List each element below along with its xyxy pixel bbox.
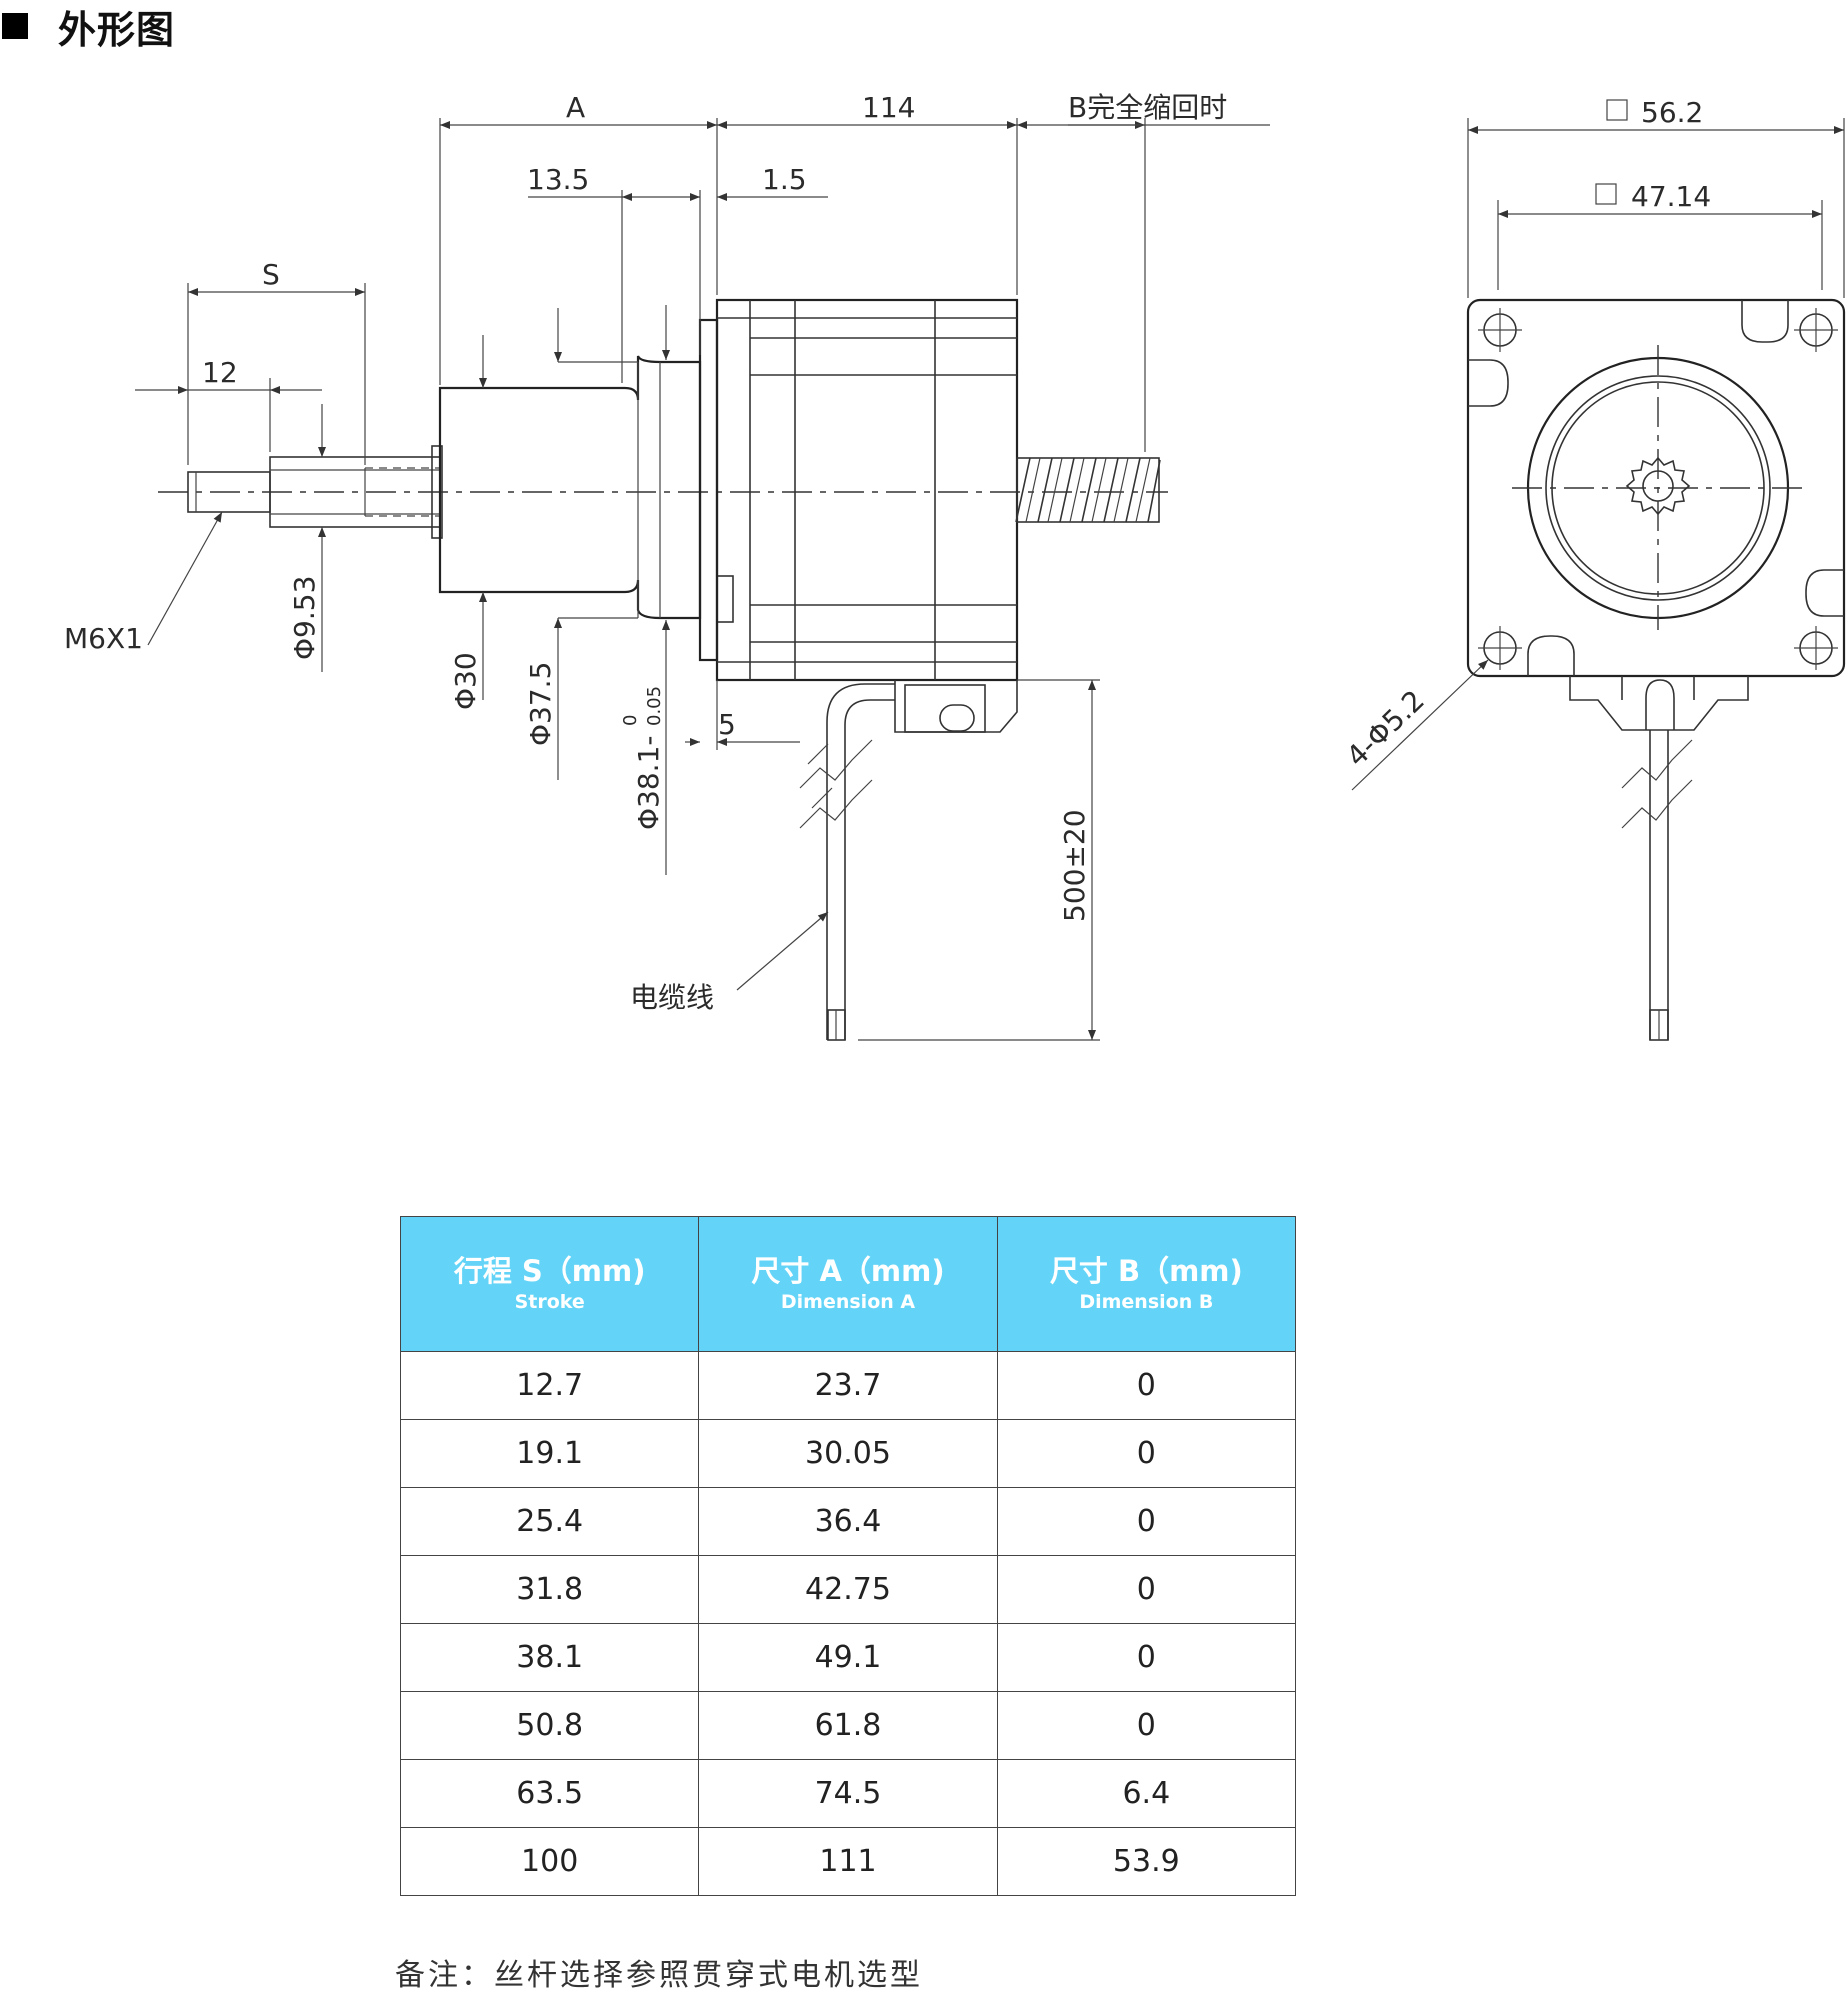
cell-stroke: 63.5: [399, 1759, 700, 1828]
thread-leader: [147, 511, 223, 646]
mounting-hole-icon: [1478, 308, 1838, 670]
label-dim-s: S: [262, 258, 280, 291]
header-dimension-b: 尺寸 B（mm) Dimension B: [996, 1216, 1297, 1352]
cell-dimension-a: 74.5: [698, 1759, 998, 1828]
shaft-collar: [431, 445, 443, 539]
label-dim-5: 5: [718, 708, 736, 741]
front-view: 56.2 47.14 4-Φ5.2: [1340, 96, 1846, 1041]
section-title-text: 外形图: [58, 7, 176, 52]
cell-dimension-b: 0: [996, 1419, 1297, 1488]
label-cable: 电缆线: [630, 981, 714, 1014]
cell-dimension-b: 0: [996, 1351, 1297, 1420]
label-sq-47-14: 47.14: [1631, 180, 1711, 213]
cell-stroke: 38.1: [399, 1623, 700, 1692]
lead-screw-stub: [1015, 457, 1161, 523]
cell-dimension-b: 0: [996, 1623, 1297, 1692]
cable-bend: [826, 683, 895, 1040]
label-dim-1-5: 1.5: [762, 163, 807, 196]
cable-leader: [736, 911, 829, 991]
front-flange: [1466, 298, 1846, 678]
cell-dimension-a: 42.75: [698, 1555, 998, 1624]
outline-drawing: A 114 B完全缩回时 13.5 1.5 S 12 M6X1 Φ9.53 Φ3…: [64, 91, 1846, 1041]
cell-stroke: 50.8: [399, 1691, 700, 1760]
dimension-table: 行程 S（mm) Stroke 尺寸 A（mm) Dimension A 尺寸 …: [399, 1216, 1297, 1896]
spline-nut-icon: [1625, 456, 1691, 516]
cell-dimension-b: 0: [996, 1487, 1297, 1556]
cell-dimension-a: 36.4: [698, 1487, 998, 1556]
cell-dimension-a: 111: [698, 1827, 998, 1896]
motor-flange: [698, 318, 719, 662]
front-pilot: [438, 355, 702, 620]
motor-body: [715, 298, 1019, 682]
cable-outlet: [894, 680, 1018, 733]
table-header-row: 行程 S（mm) Stroke 尺寸 A（mm) Dimension A 尺寸 …: [399, 1216, 1297, 1352]
cell-stroke: 31.8: [399, 1555, 700, 1624]
label-thread: M6X1: [64, 622, 143, 655]
cell-dimension-b: 0: [996, 1555, 1297, 1624]
cell-dimension-b: 6.4: [996, 1759, 1297, 1828]
header-stroke: 行程 S（mm) Stroke: [399, 1216, 700, 1352]
cell-stroke: 100: [399, 1827, 700, 1896]
label-dim-12: 12: [202, 356, 238, 389]
square-symbol-icon-2: [1595, 183, 1617, 205]
label-dim-a: A: [566, 91, 585, 124]
label-dim-b: B完全缩回时: [1068, 91, 1227, 124]
cell-dimension-a: 49.1: [698, 1623, 998, 1692]
cell-stroke: 12.7: [399, 1351, 700, 1420]
label-cable-length: 500±20: [1058, 809, 1091, 922]
cell-stroke: 25.4: [399, 1487, 700, 1556]
header-dimension-a: 尺寸 A（mm) Dimension A: [698, 1216, 998, 1352]
label-dim-114: 114: [862, 91, 915, 124]
cell-dimension-a: 30.05: [698, 1419, 998, 1488]
title-square-icon: [2, 13, 28, 39]
cell-stroke: 19.1: [399, 1419, 700, 1488]
square-symbol-icon: [1606, 99, 1628, 121]
label-phi-38-1: Φ38.1-: [632, 736, 665, 831]
front-cable-outlet: [1569, 676, 1749, 731]
cell-dimension-b: 53.9: [996, 1827, 1297, 1896]
label-phi-30: Φ30: [449, 652, 482, 710]
label-tol-lower: 0.05: [644, 686, 665, 726]
label-tol-upper: 0: [620, 715, 641, 726]
cell-dimension-a: 61.8: [698, 1691, 998, 1760]
label-phi-37-5: Φ37.5: [524, 662, 557, 746]
cell-dimension-a: 23.7: [698, 1351, 998, 1420]
section-title: 外形图: [0, 0, 175, 52]
label-sq-56-2: 56.2: [1641, 96, 1703, 129]
holes-leader: [1351, 659, 1489, 791]
label-dim-13-5: 13.5: [527, 163, 589, 196]
side-view: A 114 B完全缩回时 13.5 1.5 S 12 M6X1 Φ9.53 Φ3…: [64, 91, 1270, 1041]
label-phi-9-53: Φ9.53: [288, 576, 321, 660]
cell-dimension-b: 0: [996, 1691, 1297, 1760]
footnote: 备注：丝杆选择参照贯穿式电机选型: [395, 1958, 923, 1993]
